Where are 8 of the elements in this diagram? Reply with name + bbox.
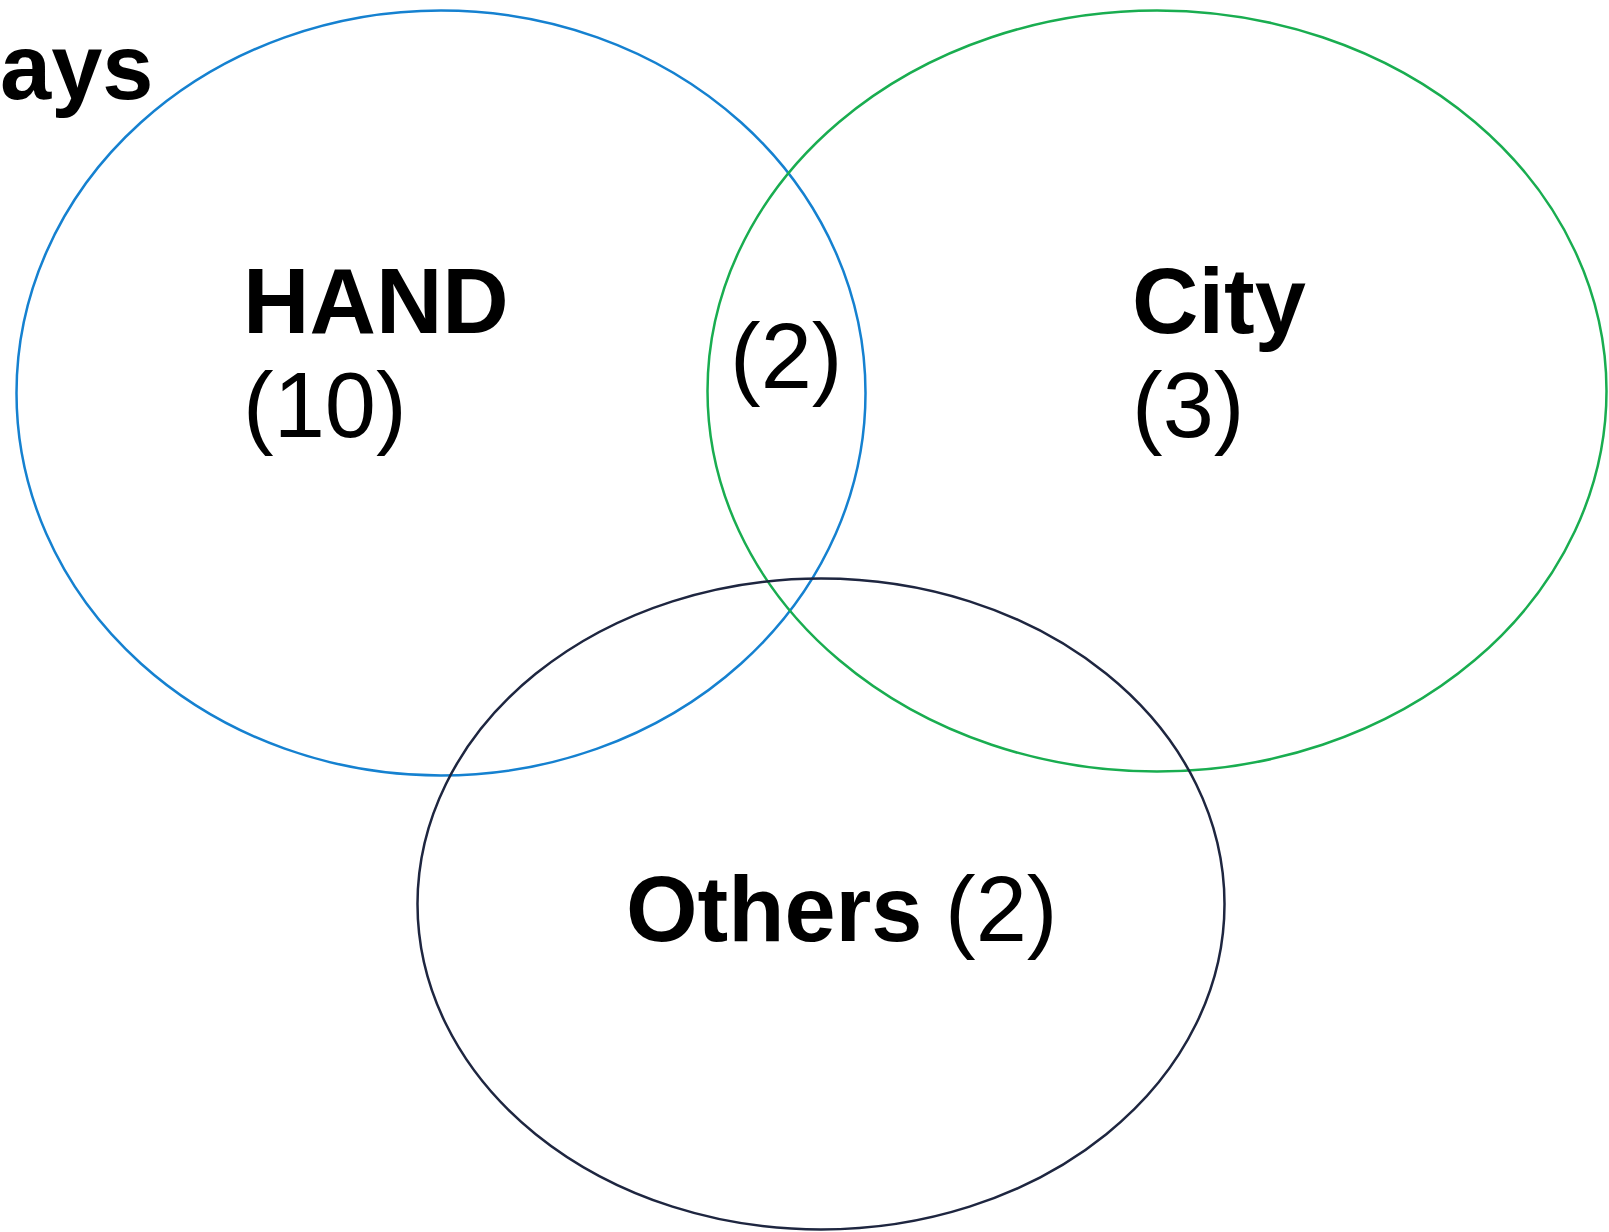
intersection-count-label: (2) <box>730 306 843 408</box>
title-fragment: ays <box>0 17 154 119</box>
set-title: Others <box>626 859 923 961</box>
set-title: HAND <box>243 251 509 353</box>
count-label: (2) <box>945 859 1058 961</box>
set-title: City <box>1132 251 1306 353</box>
count-label: (3) <box>1132 355 1245 457</box>
count-label: (10) <box>243 355 407 457</box>
